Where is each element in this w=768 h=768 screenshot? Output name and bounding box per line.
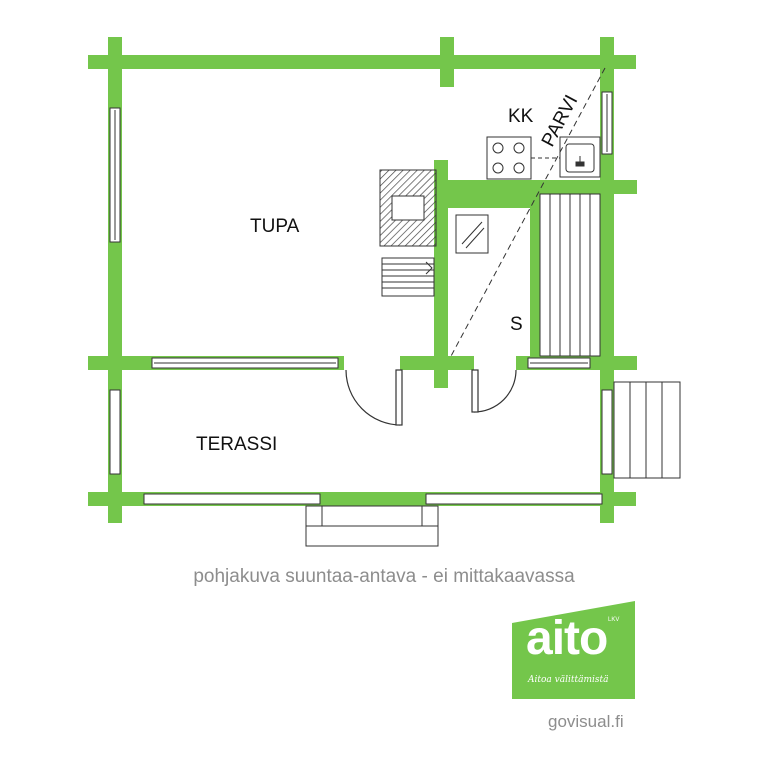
- east-steps: [613, 381, 681, 479]
- window-west-lower: [109, 389, 121, 475]
- logo-wordmark: aito: [526, 612, 608, 665]
- mirror: [455, 214, 489, 254]
- logo-lkv: LKV: [608, 617, 620, 623]
- wall-east-upper: [600, 37, 614, 385]
- door-tupa-swing: [345, 369, 401, 426]
- windows: [109, 91, 613, 505]
- kitchen-stove: [486, 136, 532, 180]
- wall-middle-center: [400, 356, 474, 370]
- south-steps: [305, 505, 439, 547]
- opening-south-right: [425, 493, 603, 505]
- kitchen-sink: [559, 136, 601, 178]
- plan-disclaimer: pohjakuva suuntaa-antava - ei mittakaava…: [193, 566, 575, 587]
- sauna-benches: [539, 193, 601, 357]
- fireplace: [379, 169, 437, 247]
- website-credit: govisual.fi: [548, 712, 624, 731]
- room-label-terassi: TERASSI: [196, 434, 277, 455]
- opening-south-left: [143, 493, 321, 505]
- post-north-mid: [440, 37, 454, 87]
- aito-logo: aito LKV Aitoa välittämistä: [512, 601, 635, 699]
- room-label-tupa: TUPA: [250, 216, 300, 237]
- loft-stairs: [381, 257, 435, 297]
- door-kitchen-swing: [473, 369, 517, 413]
- doors: [345, 369, 517, 426]
- wall-sauna-left: [530, 194, 540, 364]
- wall-north: [88, 55, 636, 69]
- room-label-kk: KK: [508, 106, 534, 127]
- window-east-lower: [601, 389, 613, 475]
- kitchen-counter-block: [440, 180, 540, 208]
- loft-outline: [449, 67, 606, 359]
- room-label-s: S: [510, 314, 523, 335]
- logo-slogan: Aitoa välittämistä: [528, 675, 609, 685]
- wall-partition: [434, 160, 448, 388]
